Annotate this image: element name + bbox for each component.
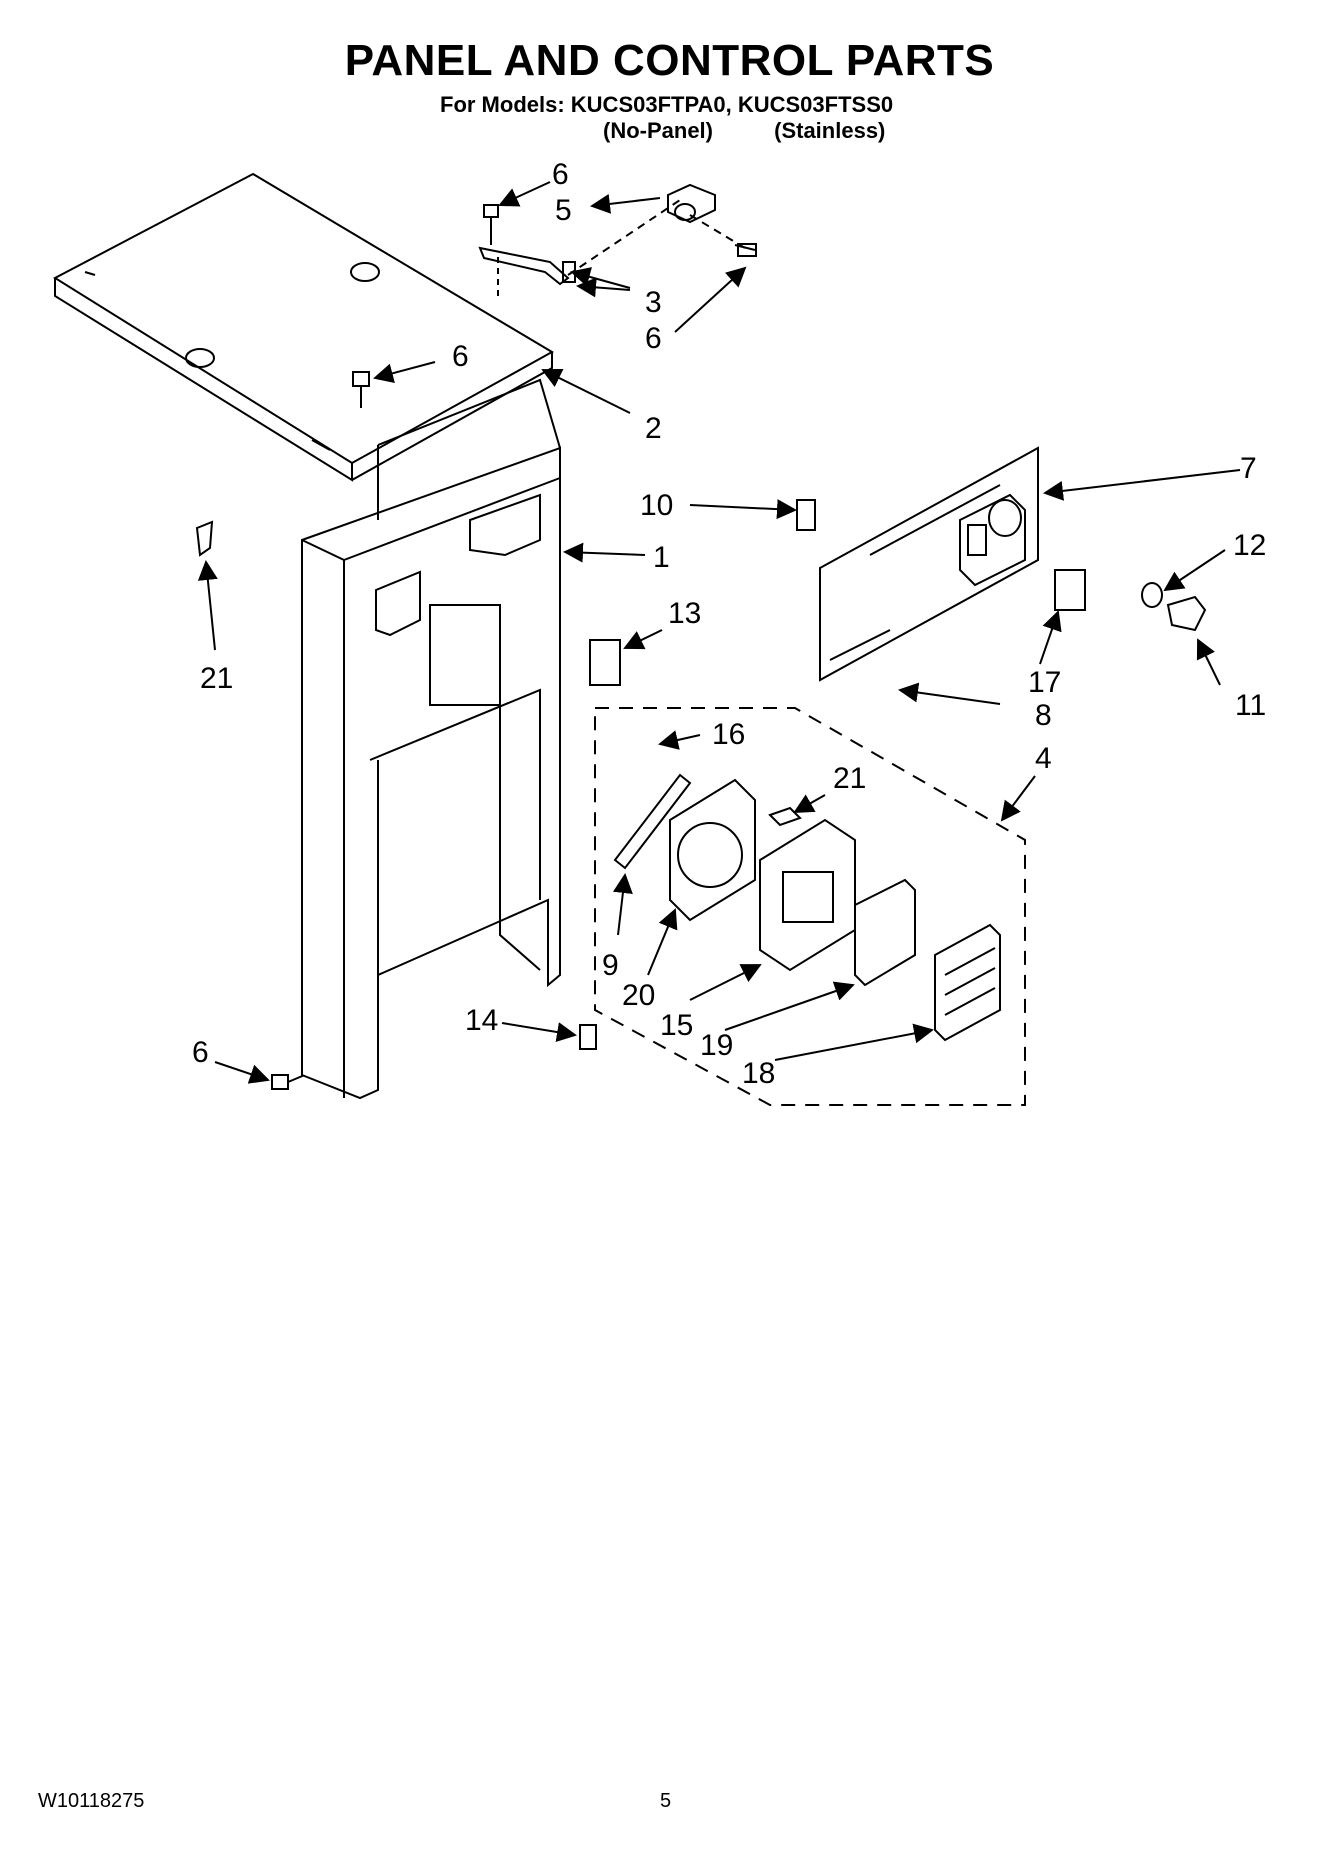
callout-5: 5 [555, 194, 572, 227]
callout-4: 4 [1035, 742, 1052, 775]
callout-10: 10 [640, 489, 673, 522]
callout-8: 8 [1035, 699, 1052, 732]
screw-part [271, 204, 757, 1090]
callout-14: 14 [465, 1004, 498, 1037]
switch-part [579, 499, 1086, 1050]
page-title: PANEL AND CONTROL PARTS [344, 36, 995, 85]
callout-6: 6 [552, 158, 569, 191]
callout-12: 12 [1233, 529, 1266, 562]
filter-part [854, 878, 916, 987]
callout-3: 3 [645, 286, 662, 319]
control-panel-part [819, 446, 1039, 682]
fan-part [669, 778, 756, 922]
callout-17: 17 [1028, 666, 1061, 699]
callout-13: 13 [668, 597, 701, 630]
callout-2: 2 [645, 412, 662, 445]
fan-shroud-part [759, 818, 856, 972]
callout-16: 16 [712, 718, 745, 751]
hinge-cap-part [667, 183, 716, 224]
callout-21: 21 [200, 662, 233, 695]
top-panel-part [52, 172, 555, 482]
callout-9: 9 [602, 949, 619, 982]
callout-6: 6 [452, 340, 469, 373]
clip-part [195, 520, 802, 827]
callout-6: 6 [192, 1036, 209, 1069]
grille-part [934, 923, 1001, 1042]
document-code: W10118275 [38, 1790, 145, 1812]
leader-lines [197, 181, 1241, 1084]
callout-15: 15 [660, 1009, 693, 1042]
callout-21: 21 [833, 762, 866, 795]
models-line: For Models: KUCS03FTPA0, KUCS03FTSS0 [440, 92, 894, 117]
callout-labels: 6 5 3 6 6 2 7 10 1 12 13 21 17 11 8 16 4… [192, 158, 1266, 1090]
variants-line: (No-Panel) (Stainless) [603, 118, 886, 143]
cabinet-frame-part [301, 378, 561, 1100]
callout-18: 18 [742, 1057, 775, 1090]
callout-7: 7 [1240, 452, 1257, 485]
callout-19: 19 [700, 1029, 733, 1062]
page-number: 5 [660, 1790, 672, 1812]
callout-6: 6 [645, 322, 662, 355]
callout-20: 20 [622, 979, 655, 1012]
bracket-part [478, 199, 746, 300]
fan-assembly-outline [594, 707, 1026, 1106]
callout-11: 11 [1235, 689, 1266, 722]
callout-1: 1 [653, 541, 670, 574]
knob-part [1141, 582, 1207, 632]
fan-bracket-part [613, 773, 692, 870]
